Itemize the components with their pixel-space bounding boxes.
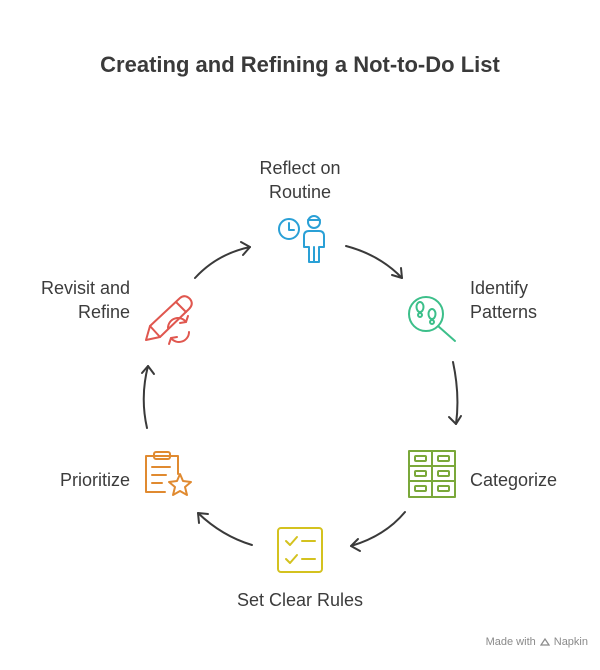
checklist-icon: [277, 527, 323, 573]
step-label-revisit: Revisit and Refine: [40, 278, 130, 322]
arrow-prioritize-to-revisit: [142, 365, 149, 429]
arrow-categorize-to-rules-head: [350, 538, 361, 552]
magnifier-footprints-icon: [408, 296, 456, 342]
arrow-prioritize-to-revisit-head: [141, 365, 155, 375]
napkin-credit[interactable]: Made with Napkin: [485, 636, 588, 648]
page-title: Creating and Refining a Not-to-Do List: [100, 52, 500, 77]
pencil-cycle-icon: [145, 295, 193, 345]
cabinet-drawers-icon: [408, 450, 456, 498]
step-label-identify: Identify Patterns: [470, 278, 538, 322]
arrow-reflect-to-identify: [345, 245, 403, 279]
person-clock-icon: [278, 215, 325, 263]
arrow-categorize-to-rules: [350, 511, 406, 547]
step-label-prioritize: Prioritize: [59, 470, 130, 490]
step-label-categorize: Categorize: [470, 470, 558, 490]
arrow-reflect-to-identify-head: [391, 267, 403, 279]
step-label-reflect: Reflect on Routine: [259, 158, 341, 202]
arrow-rules-to-prioritize-head: [197, 512, 209, 524]
arrow-revisit-to-reflect: [194, 246, 251, 279]
clipboard-star-icon: [145, 451, 192, 496]
arrow-rules-to-prioritize: [197, 512, 253, 546]
arrow-identify-to-categorize-head: [448, 415, 462, 425]
arrow-revisit-to-reflect-head: [240, 241, 251, 256]
napkin-logo-icon: [539, 637, 550, 646]
arrow-identify-to-categorize: [452, 361, 459, 425]
step-label-rules: Set Clear Rules: [236, 590, 364, 610]
